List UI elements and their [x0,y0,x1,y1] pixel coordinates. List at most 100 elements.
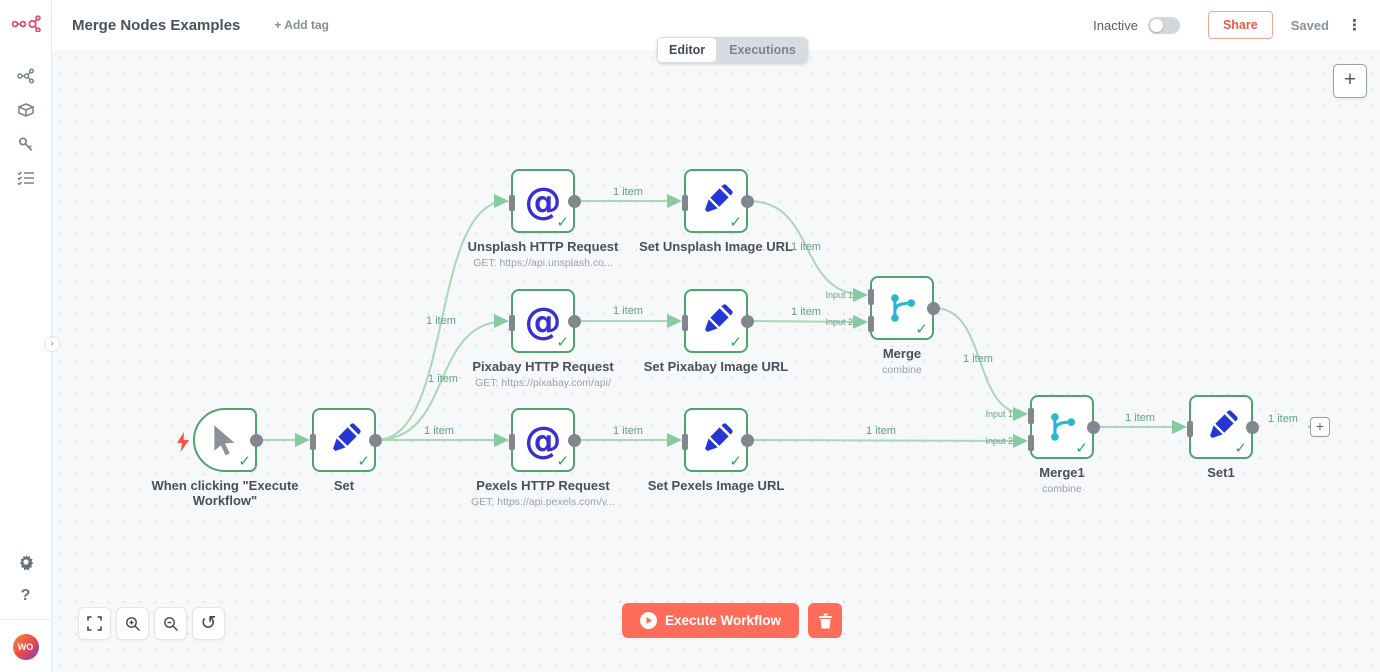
input-port[interactable] [682,195,688,211]
connection-items-label: 1 item [866,425,896,437]
node-pixabay[interactable]: @✓ [509,289,581,353]
zoom-out-button[interactable] [154,607,187,640]
fit-view-button[interactable] [78,607,111,640]
output-port[interactable] [741,194,754,208]
input-port[interactable] [509,195,515,211]
output-port[interactable] [927,301,940,315]
output-port[interactable] [1246,420,1259,434]
input-port[interactable] [509,315,515,331]
at-sign-icon: @ [524,179,562,223]
trigger-bolt-icon [177,432,189,452]
workflow-icon[interactable] [8,59,44,93]
merge-icon [1051,413,1076,441]
add-connected-node-button[interactable]: + [1310,417,1330,437]
node-label-group: Set Unsplash Image URL [626,239,806,255]
node-name: Set1 [1207,465,1235,480]
n8n-logo-icon [11,15,41,33]
output-port[interactable] [568,194,581,208]
connection-items-label: 1 item [428,373,458,385]
connection-items-label: 1 item [791,306,821,318]
canvas-controls: ↺ [78,607,225,640]
execute-workflow-label: Execute Workflow [665,613,782,628]
help-icon[interactable]: ? [20,587,31,604]
sidebar: ? WO [0,0,52,672]
input-port[interactable] [310,434,316,450]
input-port[interactable] [1187,421,1193,437]
activation-status-label: Inactive [1093,17,1138,33]
output-port[interactable] [741,433,754,447]
settings-gear-icon[interactable] [8,545,44,579]
output-port[interactable] [741,314,754,328]
output-port[interactable] [1087,420,1100,434]
add-node-button[interactable]: + [1333,64,1367,98]
node-name: When clicking "Execute Workflow" [151,478,299,508]
node-trigger[interactable]: ✓ [177,408,263,472]
output-port[interactable] [250,433,263,447]
merge-icon [891,294,916,322]
sidebar-collapse-chevron-icon[interactable]: › [44,336,60,352]
executions-icon[interactable] [8,161,44,195]
node-unsplash[interactable]: @✓ [509,169,581,233]
input-port[interactable] [509,434,515,450]
delete-execution-button[interactable] [808,603,843,638]
connection-line [375,194,509,441]
connection-items-label: 1 item [613,425,643,437]
node-label-group: Set Pexels Image URL [626,478,806,494]
more-options-kebab-icon[interactable]: ⋮ [1347,17,1362,34]
input-port-label: Input 1 [985,409,1013,419]
node-label-group: Set1 [1131,465,1311,481]
output-port[interactable] [369,433,382,447]
node-set-pexels[interactable]: ✓ [682,408,754,472]
pencil-icon [705,423,733,451]
workflow-canvas[interactable]: + ↺ [52,50,1380,672]
node-pexels[interactable]: @✓ [509,408,581,472]
connection-items-label: 1 item [424,425,454,437]
output-port[interactable] [568,314,581,328]
input-port[interactable] [682,434,688,450]
zoom-in-button[interactable] [116,607,149,640]
connection-items-label: 1 item [791,241,821,253]
input-port-2[interactable] [1028,435,1034,451]
credentials-icon[interactable] [8,127,44,161]
user-avatar[interactable]: WO [12,634,39,660]
node-set-pixabay[interactable]: ✓ [682,289,754,353]
pencil-icon [333,423,361,451]
node-merge1[interactable]: ✓ [1028,395,1100,459]
node-name: Set Unsplash Image URL [639,239,793,254]
node-merge[interactable]: ✓ [868,276,940,340]
add-tag-button[interactable]: + Add tag [274,18,329,32]
tab-editor[interactable]: Editor [658,38,717,62]
node-set1[interactable]: ✓ [1187,395,1259,459]
node-set[interactable]: ✓ [310,408,382,472]
input-port-1[interactable] [868,289,874,305]
share-button[interactable]: Share [1207,11,1273,39]
input-port-1[interactable] [1028,408,1034,424]
connection-items-label: 1 item [963,353,993,365]
workflow-title[interactable]: Merge Nodes Examples [72,16,241,34]
toggle-knob [1149,18,1163,32]
input-port-2[interactable] [868,316,874,332]
execute-workflow-button[interactable]: Execute Workflow [622,603,800,638]
reset-zoom-button[interactable]: ↺ [192,607,225,640]
node-label-group: Set [254,478,434,494]
cursor-icon [214,425,235,456]
connection-items-label: 1 item [426,315,456,327]
connection-items-label: 1 item [1268,413,1298,425]
connection-items-label: 1 item [1125,412,1155,424]
node-subtitle: combine [1042,482,1082,495]
input-port[interactable] [682,315,688,331]
activation-toggle[interactable] [1147,16,1180,34]
output-port[interactable] [568,433,581,447]
n8n-logo[interactable] [11,14,41,37]
node-set-unsplash[interactable]: ✓ [682,169,754,233]
input-port-label: Input 1 [825,290,853,300]
tab-executions[interactable]: Executions [729,43,796,57]
node-name: Pexels HTTP Request [476,478,610,493]
undo-arrow-icon: ↺ [200,612,217,634]
node-name: Set Pexels Image URL [647,478,785,493]
templates-icon[interactable] [8,93,44,127]
